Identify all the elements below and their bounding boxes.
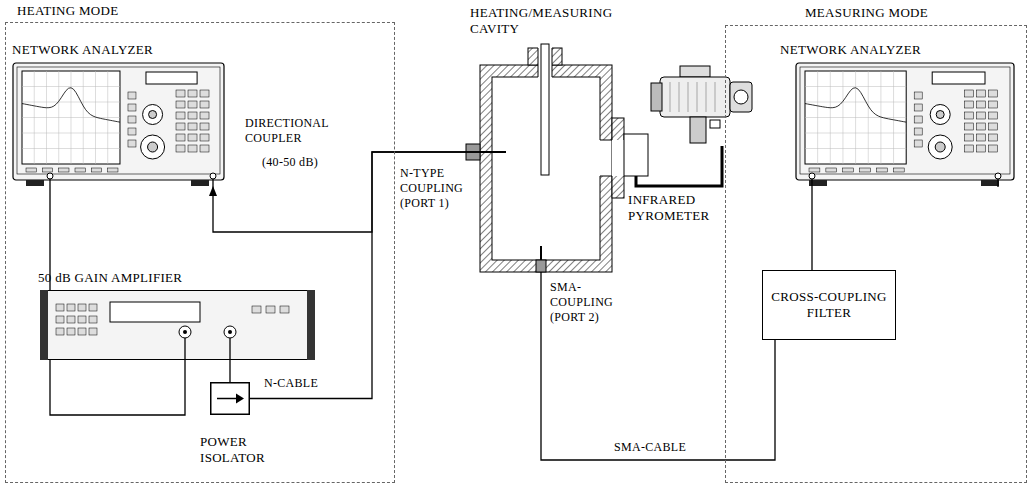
instrument-label: 50 dB GAIN AMPLIFIER	[38, 270, 182, 286]
cavity: HEATING/MEASURING CAVITY	[480, 65, 612, 272]
instrument-label: NETWORK ANALYZER	[12, 42, 153, 58]
region-heading: MEASURING MODE	[805, 5, 928, 21]
gain-amplifier-drawing	[40, 290, 315, 360]
sma-connector	[536, 260, 546, 272]
coupling-value: (40-50 dB)	[262, 155, 318, 170]
region-heading: HEATING MODE	[17, 3, 118, 19]
filter-box: CROSS-COUPLING FILTER	[762, 270, 896, 340]
cable	[213, 152, 480, 232]
cable-label: N-CABLE	[262, 376, 320, 391]
sample-rod	[541, 44, 549, 175]
component-label: POWER ISOLATOR	[200, 434, 265, 466]
port-label: N-TYPE COUPLING (PORT 1)	[400, 166, 478, 211]
flange	[612, 118, 624, 198]
mode-region: NETWORK ANALYZER 50 dB GAIN AMPLIFIER POWE…	[5, 22, 395, 483]
pyrometer-bracket	[636, 146, 722, 186]
cable-label: SMA-CABLE	[612, 440, 688, 455]
cable	[811, 187, 812, 270]
power-isolator: POWER ISOLATOR	[210, 382, 250, 415]
view-port-edge	[600, 140, 612, 141]
cavity-label: HEATING/MEASURING CAVITY	[470, 5, 645, 37]
mode-region: NETWORK ANALYZERCROSS-COUPLING FILTERMEA…	[725, 25, 1027, 483]
coupling-probe	[540, 246, 542, 260]
view-port-edge	[600, 176, 612, 177]
gain-amplifier: 50 dB GAIN AMPLIFIER	[40, 290, 315, 360]
component-label: INFRARED PYROMETER	[628, 192, 709, 224]
flange-hole	[612, 140, 624, 176]
network-analyzer: NETWORK ANALYZER	[795, 62, 1015, 187]
instrument-label: NETWORK ANALYZER	[780, 42, 921, 58]
infrared-pyrometer-drawing	[650, 62, 758, 146]
cable	[250, 152, 480, 399]
cable	[229, 360, 230, 382]
port-label: SMA-COUPLING (PORT 2)	[550, 280, 632, 325]
network-analyzer-drawing	[12, 62, 225, 187]
power-isolator-drawing	[210, 382, 250, 415]
network-analyzer: NETWORK ANALYZER	[12, 62, 225, 187]
box-label: CROSS-COUPLING FILTER	[763, 286, 895, 324]
network-analyzer-drawing	[795, 62, 1015, 187]
pipe-edge	[538, 48, 539, 77]
coupling-probe	[480, 151, 506, 153]
coupler-label: DIRECTIONAL COUPLER	[245, 116, 329, 146]
infrared-pyrometer: INFRARED PYROMETER	[650, 62, 758, 146]
pipe-edge	[552, 48, 553, 77]
view-port	[599, 140, 613, 176]
sight-tube	[624, 134, 648, 176]
cable	[541, 272, 775, 460]
